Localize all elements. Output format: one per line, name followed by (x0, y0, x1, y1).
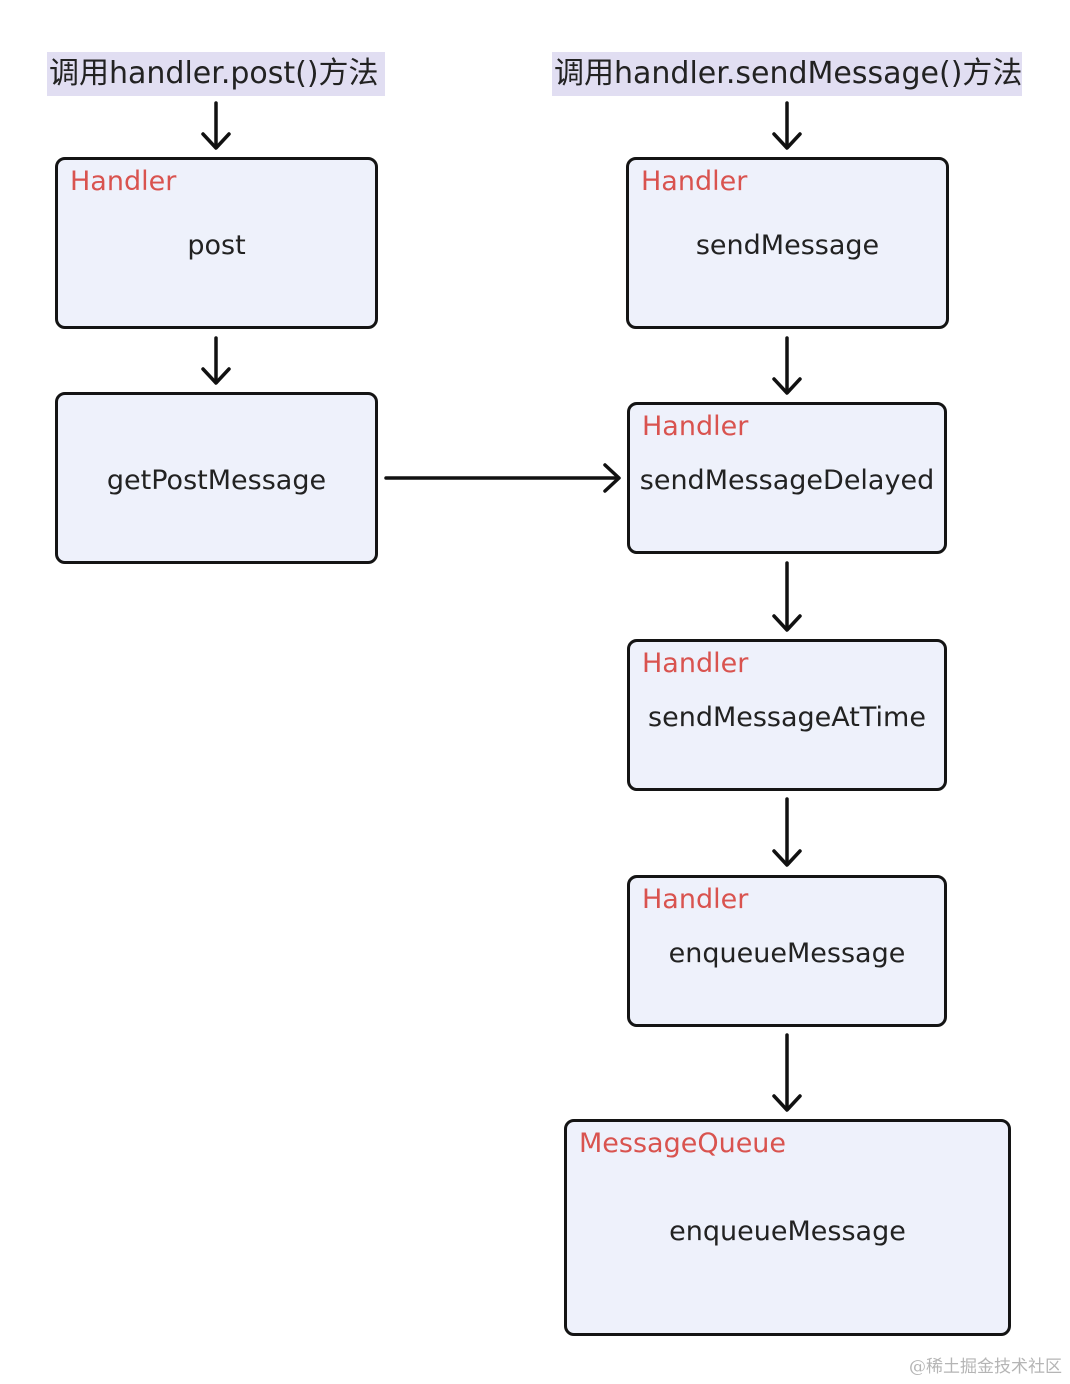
right-flow-heading: 调用handler.sendMessage()方法 (552, 52, 1022, 96)
node-class-label: Handler (642, 411, 749, 442)
arrow-heading-to-post (201, 101, 231, 150)
arrow-enqueue-to-message-queue (772, 1033, 802, 1112)
get-post-message-node: getPostMessage (55, 392, 378, 564)
node-method-label: getPostMessage (106, 465, 327, 496)
arrow-get-post-message-to-delayed (384, 463, 621, 493)
message-queue-enqueue-message-node: MessageQueue enqueueMessage (564, 1119, 1011, 1336)
node-method-label: sendMessageAtTime (648, 702, 926, 733)
left-flow-heading: 调用handler.post()方法 (47, 52, 385, 96)
arrow-heading-to-send-message (772, 101, 802, 150)
handler-post-node: Handler post (55, 157, 378, 329)
node-class-label: Handler (641, 166, 748, 197)
node-method-label: post (187, 230, 246, 261)
arrow-send-message-to-delayed (772, 336, 802, 395)
node-class-label: Handler (642, 884, 749, 915)
node-method-label: sendMessageDelayed (639, 465, 935, 496)
handler-send-message-at-time-node: Handler sendMessageAtTime (627, 639, 947, 791)
node-class-label: Handler (642, 648, 749, 679)
node-method-label: enqueueMessage (669, 1216, 906, 1247)
watermark: @稀土掘金技术社区 (909, 1357, 1062, 1377)
node-class-label: Handler (70, 166, 177, 197)
node-class-label: MessageQueue (579, 1128, 787, 1159)
node-method-label: sendMessage (695, 230, 880, 261)
node-method-label: enqueueMessage (668, 938, 906, 969)
handler-send-message-node: Handler sendMessage (626, 157, 949, 329)
handler-enqueue-message-node: Handler enqueueMessage (627, 875, 947, 1027)
arrow-at-time-to-enqueue (772, 797, 802, 867)
handler-send-message-delayed-node: Handler sendMessageDelayed (627, 402, 947, 554)
arrow-delayed-to-at-time (772, 561, 802, 632)
arrow-post-to-get-post-message (201, 336, 231, 385)
